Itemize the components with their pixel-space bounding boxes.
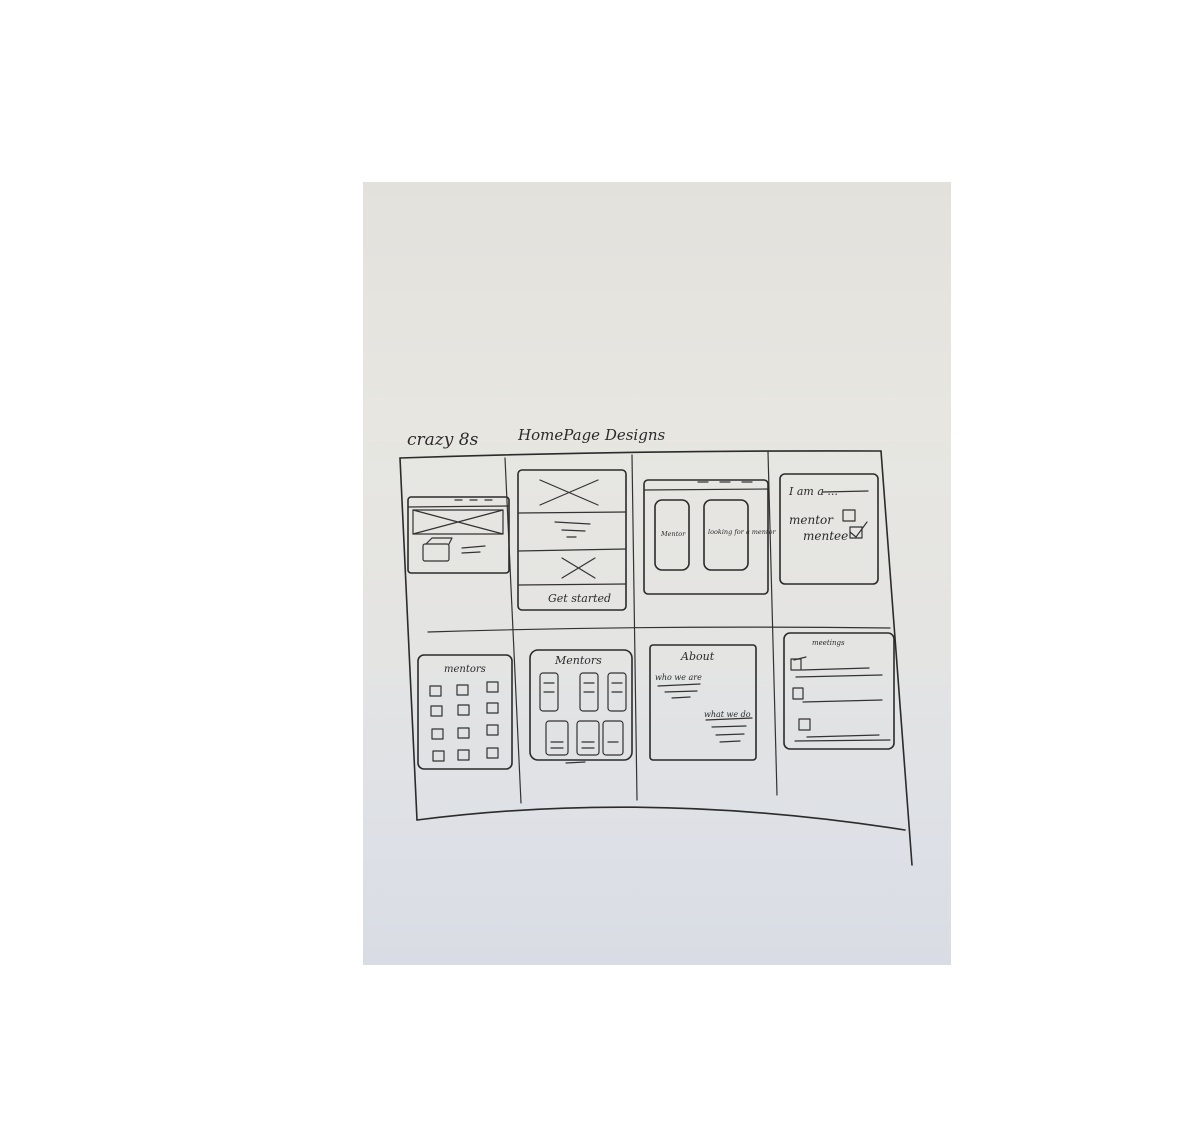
panel-4-option-mentee: mentee bbox=[803, 529, 848, 543]
panel-2-cta: Get started bbox=[548, 592, 611, 605]
panel-3-mentor-label: Mentor bbox=[660, 530, 686, 538]
panel-6: Mentors bbox=[529, 649, 633, 764]
panel-4: I am a ... mentor mentee bbox=[779, 473, 879, 585]
sketch-title-left: crazy 8s bbox=[407, 430, 479, 450]
panel-4-option-mentor: mentor bbox=[789, 513, 834, 527]
panel-8: meetings bbox=[783, 632, 895, 750]
grid-frame bbox=[399, 450, 913, 866]
panel-5-heading: mentors bbox=[444, 664, 486, 675]
panel-5: mentors bbox=[417, 654, 513, 770]
panel-8-heading: meetings bbox=[812, 639, 845, 647]
panel-2: Get started bbox=[517, 469, 627, 611]
panel-1 bbox=[407, 496, 510, 574]
panel-3: Mentor looking for a mentor bbox=[643, 479, 776, 595]
panel-7: About who we are what we do bbox=[649, 644, 757, 761]
panel-3-looking-label: looking for a mentor bbox=[708, 528, 776, 536]
panel-7-heading: About bbox=[680, 650, 715, 663]
panel-7-what: what we do bbox=[704, 710, 751, 719]
panel-4-heading: I am a ... bbox=[788, 485, 838, 498]
panel-7-who: who we are bbox=[655, 673, 702, 682]
panel-6-heading: Mentors bbox=[554, 654, 602, 667]
sketch-title-right: HomePage Designs bbox=[517, 426, 665, 444]
